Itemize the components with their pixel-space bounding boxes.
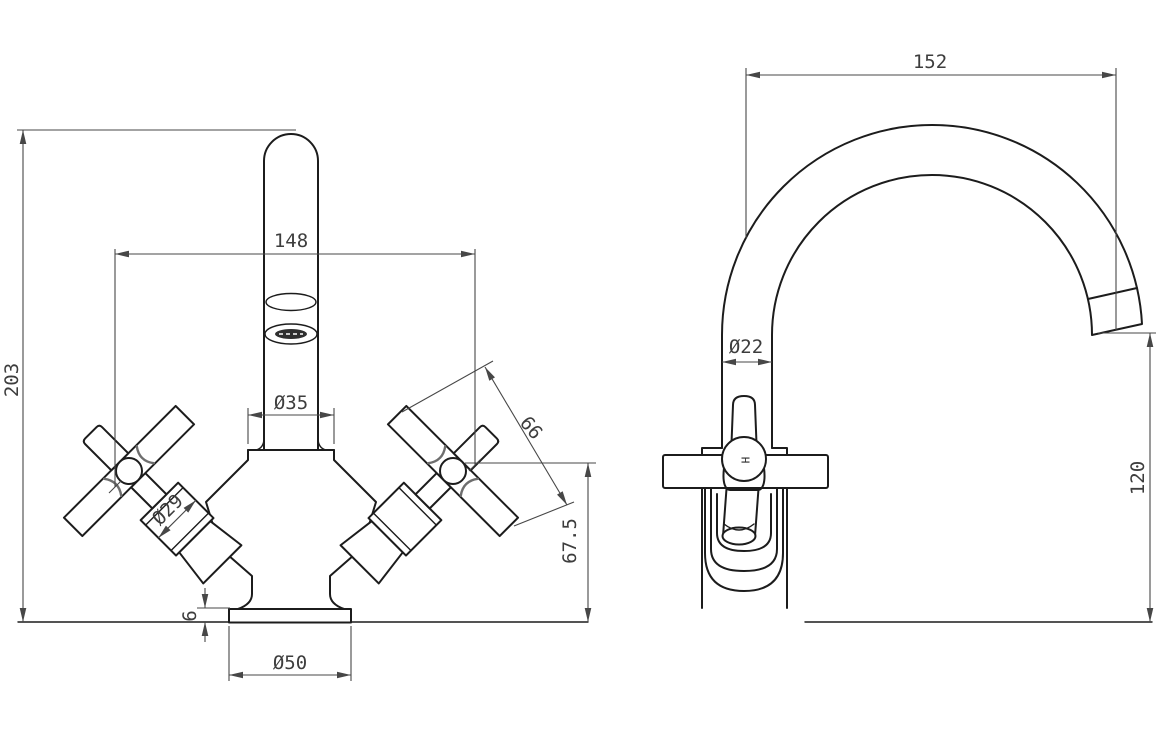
right-handle-cylinder-edges — [372, 486, 438, 552]
handle-front-arm-joint — [723, 523, 755, 531]
right-handle-hub — [439, 457, 467, 485]
dim-base-diameter-label: Ø50 — [273, 652, 307, 674]
right-handle-shade-arcs — [427, 445, 479, 497]
spout-tip-ring — [1087, 287, 1138, 300]
dim-handle-center-height-label: 67.5 — [559, 518, 581, 564]
dim-handle-center-height: 67.5 — [465, 462, 596, 622]
dim-handle-span: 148 — [108, 230, 482, 494]
dim-spout-reach: 152 — [745, 51, 1117, 330]
side-handle-cap-skirt — [722, 467, 766, 491]
dim-base-height: 6 — [179, 588, 230, 642]
dim-handle-length-label: 66 — [515, 412, 547, 444]
spout-column-outline — [263, 133, 319, 451]
valve-bulge-inner — [716, 493, 772, 552]
dim-base-diameter: Ø50 — [228, 626, 352, 681]
spout-fill — [722, 124, 1142, 448]
aerator-lens — [275, 329, 307, 339]
left-handle-arm — [82, 424, 130, 472]
side-handle-cap-mark: H — [739, 457, 752, 464]
base-plate — [228, 608, 352, 624]
column-ring-detail — [265, 292, 317, 312]
handle-front-arm-cap — [721, 526, 757, 546]
side-view: H 152 Ø22 120 — [662, 51, 1156, 623]
left-handle-hub — [115, 457, 143, 485]
aerator-ring — [264, 323, 318, 345]
dim-column-diameter: Ø35 — [247, 392, 335, 444]
dim-base-height-label: 6 — [179, 610, 201, 621]
dim-handle-span-label: 148 — [274, 230, 308, 252]
front-view: Ø29 203 148 — [1, 129, 596, 681]
dim-overall-height-label: 203 — [1, 363, 23, 397]
left-handle: Ø29 — [62, 404, 243, 585]
valve-bulge-mid — [710, 487, 778, 572]
dim-spout-tube-diameter-label: Ø22 — [729, 336, 763, 358]
dim-spout-outlet-height-label: 120 — [1127, 461, 1149, 495]
spout-outline — [721, 123, 1143, 449]
left-handle-shade-arcs — [103, 445, 155, 497]
dim-overall-height: 203 — [1, 129, 296, 622]
dim-column-diameter-label: Ø35 — [274, 392, 308, 414]
dim-spout-tube-diameter: Ø22 — [722, 336, 772, 366]
dim-spout-outlet-height: 120 — [1098, 332, 1156, 622]
housing-outline — [701, 447, 788, 609]
valve-body-outline — [205, 449, 377, 610]
side-handle-cap — [721, 436, 767, 482]
dim-spout-reach-label: 152 — [913, 51, 947, 73]
